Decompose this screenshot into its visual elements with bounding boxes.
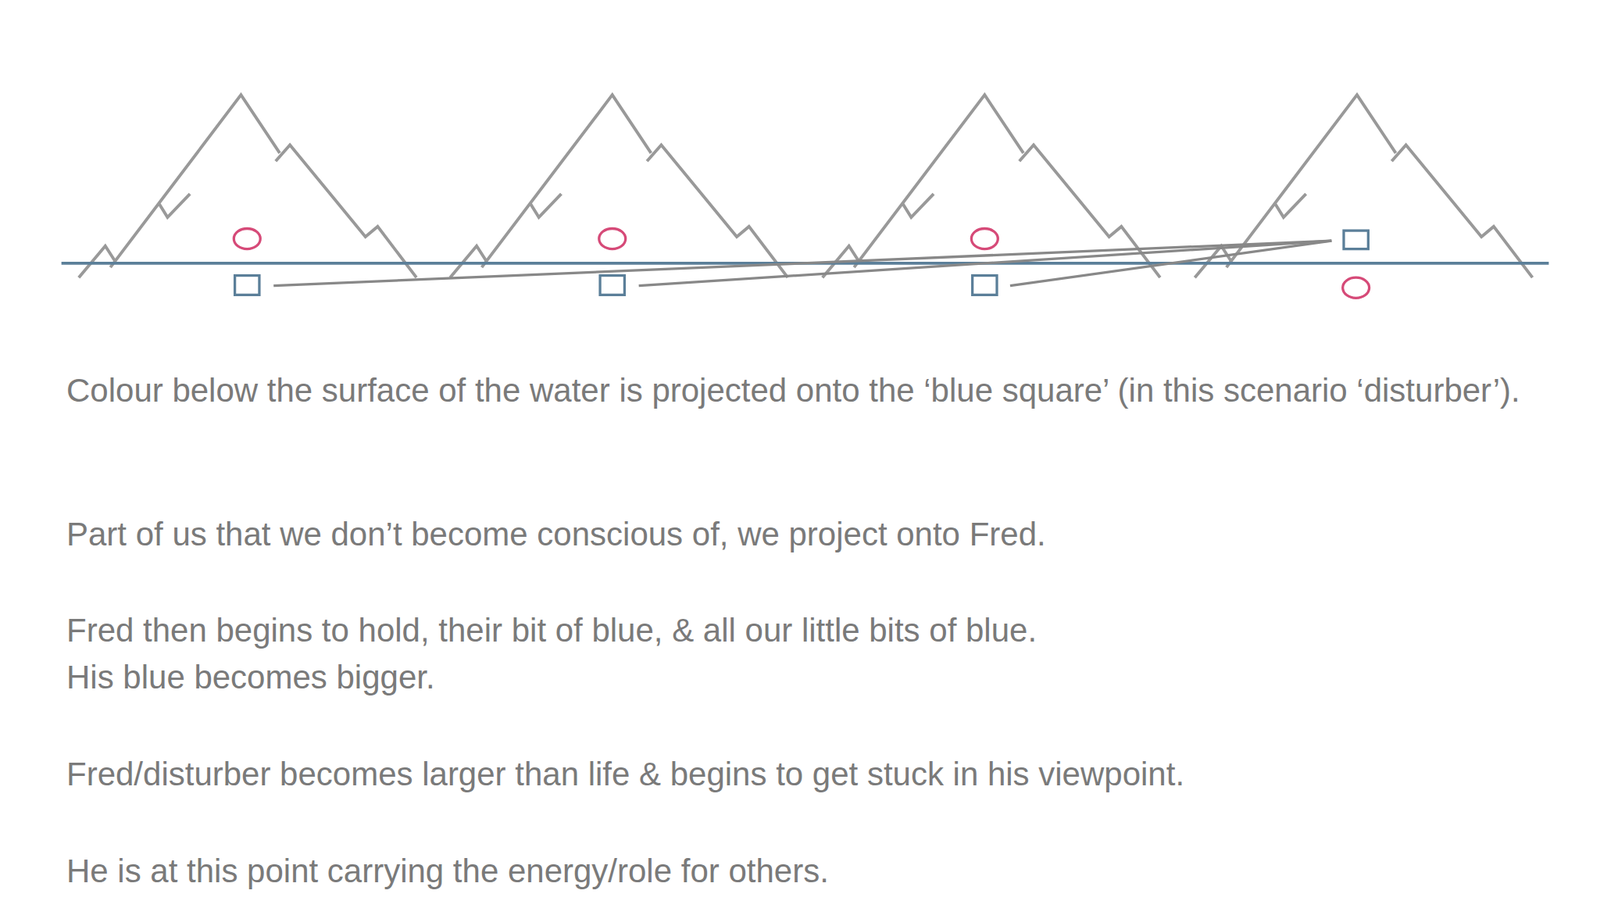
mountain bbox=[1194, 94, 1533, 278]
blue-square bbox=[972, 275, 997, 296]
pink-circles bbox=[233, 228, 1369, 298]
pink-circle bbox=[971, 228, 998, 249]
projection-line bbox=[273, 240, 1332, 286]
mountain-outline bbox=[450, 94, 788, 278]
note-text: Part of us that we don’t become consciou… bbox=[66, 510, 1551, 558]
blue-square bbox=[600, 275, 625, 296]
note-text: Fred/disturber becomes larger than life … bbox=[66, 750, 1551, 798]
pink-circle bbox=[1342, 277, 1370, 298]
mountain bbox=[450, 94, 788, 278]
pink-circle bbox=[599, 228, 626, 249]
blue-square bbox=[1343, 230, 1368, 250]
mountain-outline bbox=[1194, 94, 1533, 278]
pink-circle bbox=[233, 228, 261, 249]
projection-line bbox=[1010, 240, 1332, 286]
mountains bbox=[78, 94, 1533, 278]
mountain bbox=[78, 94, 417, 278]
note-text: He is at this point carrying the energy/… bbox=[66, 847, 1551, 895]
projection-lines bbox=[273, 240, 1332, 286]
note-text: Colour below the surface of the water is… bbox=[66, 367, 1551, 415]
note-text: Fred then begins to hold, their bit of b… bbox=[66, 607, 1551, 654]
blue-square bbox=[235, 275, 260, 296]
blue-squares bbox=[235, 230, 1369, 295]
note-text: His blue becomes bigger. bbox=[66, 653, 1551, 701]
mountain-outline bbox=[78, 94, 417, 278]
